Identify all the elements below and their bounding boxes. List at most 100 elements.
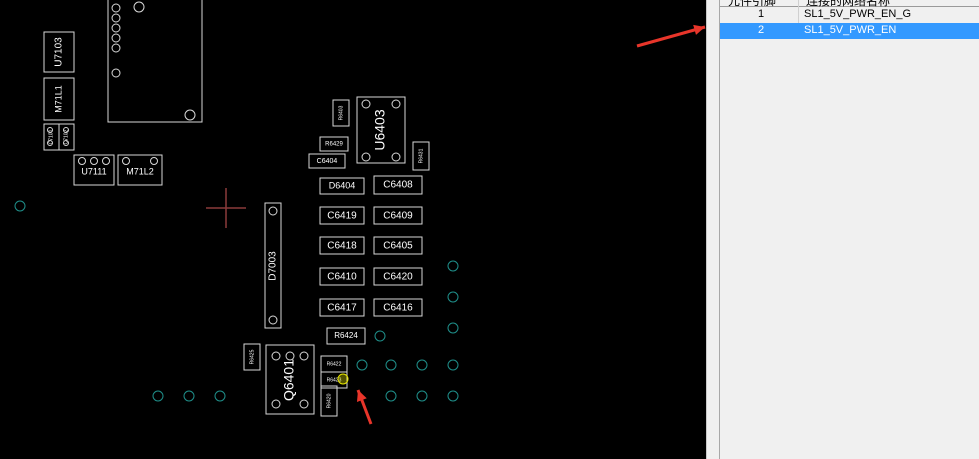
pin-pad [111,33,121,43]
via-pad [447,390,459,402]
component-outline [117,154,163,186]
component-label-c6419: C6419 [327,211,357,222]
via-pad [183,390,195,402]
component-label-c6410: C6410 [327,272,357,283]
pin-pad [111,3,121,13]
pin-pad [111,43,121,53]
pin-pad [150,157,158,165]
pin-pad [271,399,281,409]
component-label-d6404: D6404 [329,180,356,190]
pin-pad [133,1,145,13]
component-label-c6418: C6418 [327,241,357,252]
component-label-u6403: U6403 [372,109,388,150]
highlighted-pad [337,373,349,385]
component-label-c6408: C6408 [383,180,413,191]
component-outline [319,267,365,286]
component-label-u7103: U7103 [54,37,65,67]
splitter-bar[interactable] [706,0,720,459]
via-pad [447,322,459,334]
component-outline [264,202,282,329]
component-label-c6404: C6404 [317,158,338,165]
component-outline [243,343,261,371]
pin-pad [122,157,130,165]
via-pad [385,390,397,402]
via-pad [214,390,226,402]
component-outline [373,175,423,195]
component-outline [332,99,350,127]
header-net: 连接的网络名称 [806,0,891,8]
component-label-c6420: C6420 [383,272,413,283]
table-row[interactable]: 1 SL1_5V_PWR_EN_G [720,7,979,23]
component-label-r6403: R6403 [338,105,344,120]
via-pad [385,359,397,371]
pin-pad [111,68,121,78]
pin-pad [271,351,281,361]
component-label-r6422: R6422 [327,361,342,367]
pin-pad [90,157,98,165]
component-outline [319,236,365,255]
via-pad [447,260,459,272]
pin-pad [391,99,401,109]
pin-pad [78,157,86,165]
component-label-r6425: R6425 [249,349,255,364]
pin-pad [299,351,309,361]
pin-pad [102,157,110,165]
component-outline [265,344,315,415]
annotation-arrow-pcb-head [356,390,367,402]
row-net: SL1_5V_PWR_EN [804,24,897,36]
component-outline [319,298,365,317]
ic-outline [107,0,203,123]
component-label-c7102: C7102 [63,129,69,144]
column-separator[interactable] [798,0,799,38]
row-net: SL1_5V_PWR_EN_G [804,8,911,20]
component-label-c7101: C7101 [48,129,54,144]
component-label-m71l1: M71L1 [53,85,63,113]
component-label-r6420: R6420 [326,393,332,408]
component-outline [373,267,423,286]
via-pad [356,359,368,371]
component-label-r6431: R6431 [418,148,424,163]
pin-pad [361,152,371,162]
component-label-c6416: C6416 [383,303,413,314]
component-label-r6429: R6429 [325,142,343,148]
component-label-m71l2: M71L2 [126,166,154,176]
pin-pad [361,99,371,109]
row-pin: 2 [758,24,765,36]
pin-pad [111,23,121,33]
pin-pad [111,13,121,23]
row-pin: 1 [758,8,765,20]
via-pad [416,390,428,402]
component-outline [326,327,366,345]
component-outline [373,236,423,255]
component-outline [356,96,406,164]
component-label-r6424: R6424 [334,331,358,340]
component-outline [412,141,430,171]
table-header: 元件引脚 连接的网络名称 [720,0,979,8]
via-pad [374,330,386,342]
component-outline [43,31,75,73]
pin-pad [47,140,53,146]
component-outline [319,177,365,195]
component-outline [373,206,423,225]
component-label-c6417: C6417 [327,303,357,314]
pin-pad [391,152,401,162]
component-label-d7003: D7003 [268,251,279,281]
table-row[interactable]: 2 SL1_5V_PWR_EN [720,23,979,39]
via-pad [152,390,164,402]
via-pad [447,291,459,303]
net-connection-panel: 元件引脚 连接的网络名称 1 SL1_5V_PWR_EN_G 2 SL1_5V_… [720,0,979,459]
via-pad [447,359,459,371]
pin-pad [268,206,278,216]
pin-pad [47,127,53,133]
component-outline [320,385,338,417]
component-label-c6405: C6405 [383,241,413,252]
component-outline [43,77,75,121]
component-outline [73,154,115,186]
pin-pad [299,399,309,409]
component-outline [58,123,75,151]
component-outline [320,371,348,389]
component-outline [308,153,346,169]
via-pad [416,359,428,371]
